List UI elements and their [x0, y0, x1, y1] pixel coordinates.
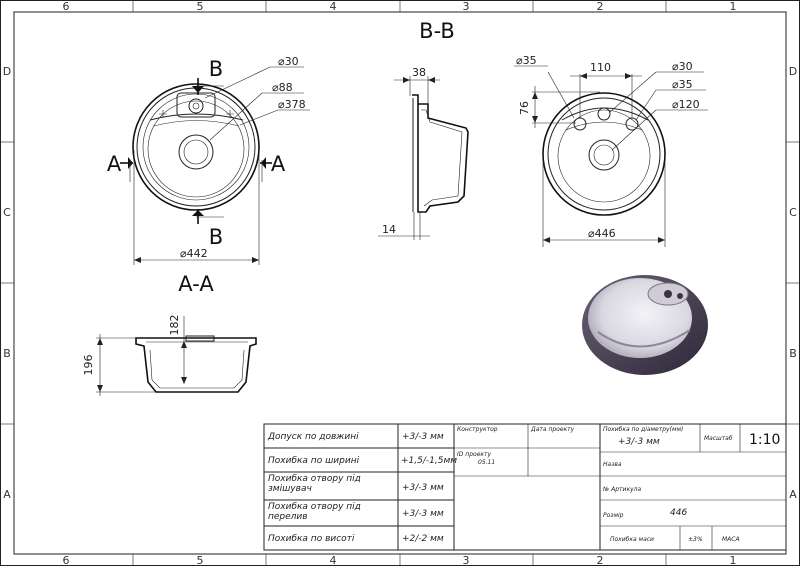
grid-col-label: 3 — [463, 0, 470, 13]
dim-d35-left: ⌀35 — [516, 54, 537, 67]
mass-tolerance-value: ±3% — [688, 536, 703, 543]
grid-col-label: 6 — [63, 554, 70, 566]
tolerance-value: +3/-3 мм — [402, 432, 444, 442]
tolerance-value: +3/-3 мм — [402, 509, 444, 519]
dim-38: 38 — [412, 66, 426, 79]
size-label: Розмір — [603, 512, 624, 519]
grid-col-label: 5 — [197, 554, 204, 566]
tolerance-table: Допуск по довжині +3/-3 мм Похибка по ши… — [263, 423, 457, 551]
size-value: 446 — [670, 508, 687, 518]
grid-row-label: C — [789, 206, 797, 219]
grid-row-label: D — [3, 65, 11, 78]
grid-col-label: 4 — [330, 554, 337, 566]
article-label: № Артикула — [602, 486, 641, 493]
grid-col-label: 2 — [597, 554, 604, 566]
scale-value: 1:10 — [749, 432, 780, 448]
dim-d30: ⌀30 — [672, 60, 693, 73]
grid-col-label: 4 — [330, 0, 337, 13]
designer-label: Конструктор — [457, 426, 498, 433]
grid-col-label: 5 — [197, 0, 204, 13]
mass-label: МАСА — [722, 536, 740, 543]
scale-label: Масштаб — [704, 435, 733, 442]
dim-110: 110 — [590, 61, 611, 74]
tolerance-value: +3/-3 мм — [402, 483, 444, 493]
grid-col-label: 6 — [63, 0, 70, 13]
diameter-tolerance-label: Похибка по діаметру(мм) — [603, 426, 683, 433]
title-block: Конструктор Дата проекту ID проекту 05.1… — [453, 423, 787, 551]
cut-letter-b: B — [209, 225, 223, 249]
dim-d88: ⌀88 — [272, 81, 293, 94]
dim-14: 14 — [382, 223, 396, 236]
cut-letter-a: A — [107, 152, 122, 176]
section-aa-view: A-A 182 196 — [82, 272, 257, 396]
sink-3d-render — [582, 275, 708, 375]
dim-76: 76 — [518, 101, 531, 115]
dim-182: 182 — [168, 315, 181, 336]
tolerance-label: Похибка отвору під змішувач — [268, 474, 361, 494]
diameter-tolerance-value: +3/-3 мм — [618, 437, 660, 447]
id-value: 05.11 — [478, 459, 495, 466]
id-label: ID проекту — [457, 451, 492, 458]
dim-d378: ⌀378 — [278, 98, 306, 111]
tolerance-label: Похибка отвору під перелив — [268, 502, 361, 522]
name-label: Назва — [603, 461, 622, 468]
dim-d446: ⌀446 — [588, 227, 616, 240]
grid-row-label: A — [789, 488, 797, 501]
dim-d35-right: ⌀35 — [672, 78, 693, 91]
top-view-left: A A B B ⌀30 ⌀88 ⌀378 ⌀442 — [107, 55, 310, 265]
grid-row-label: B — [789, 347, 797, 360]
tolerance-label: Похибка по висоті — [268, 534, 355, 544]
top-view-right: 110 ⌀35 ⌀30 ⌀35 ⌀120 76 ⌀446 — [514, 54, 708, 247]
section-aa-title: A-A — [178, 272, 214, 296]
grid-col-label: 1 — [730, 554, 737, 566]
grid-row-label: B — [3, 347, 11, 360]
cut-letter-b: B — [209, 57, 223, 81]
tolerance-value: +1,5/-1,5мм — [401, 456, 457, 466]
tolerance-label: Допуск по довжині — [267, 432, 359, 442]
tolerance-label: Похибка по ширині — [268, 456, 360, 466]
grid-col-label: 1 — [730, 0, 737, 13]
dim-196: 196 — [82, 355, 95, 376]
dim-d30: ⌀30 — [278, 55, 299, 68]
cut-letter-a: A — [271, 152, 286, 176]
dim-d120: ⌀120 — [672, 98, 700, 111]
grid-col-label: 2 — [597, 0, 604, 13]
grid-row-label: D — [789, 65, 797, 78]
section-bb-view: B-B 38 14 — [378, 19, 469, 240]
grid-row-label: A — [3, 488, 11, 501]
tolerance-value: +2/-2 мм — [402, 534, 444, 544]
dim-d442: ⌀442 — [180, 247, 208, 260]
mass-tolerance-label: Похибка маси — [610, 536, 654, 543]
grid-col-label: 3 — [463, 554, 470, 566]
grid-row-label: C — [3, 206, 11, 219]
section-bb-title: B-B — [419, 19, 455, 43]
date-label: Дата проекту — [530, 426, 575, 433]
